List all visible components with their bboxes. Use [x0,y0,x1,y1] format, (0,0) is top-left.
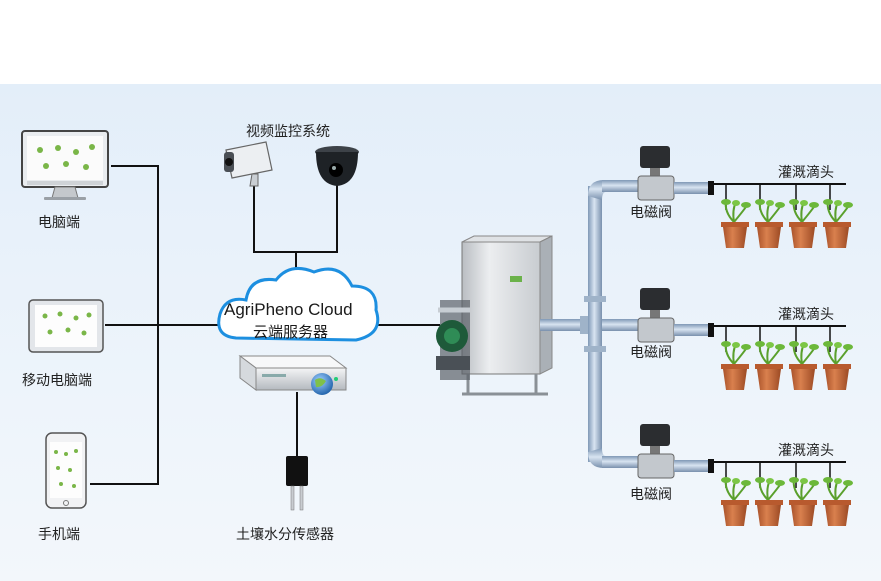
potted-plant-icon [823,477,853,526]
tablet-icon [28,299,104,353]
water-pipes [540,180,670,468]
bullet-camera-icon [224,141,273,187]
potted-plant-icon [721,199,751,248]
potted-plant-icon [823,199,853,248]
potted-plant-icon [789,199,819,248]
potted-plant-icon [823,341,853,390]
drip-label-3: 灌溉滴头 [778,443,834,459]
potted-plant-icon [789,477,819,526]
globe-icon [311,373,333,395]
potted-plant-icon [789,341,819,390]
phone-label: 手机端 [38,527,80,543]
potted-plant-icon [721,477,751,526]
drip-label-2: 灌溉滴头 [778,307,834,323]
mobile-pc-label: 移动电脑端 [22,373,92,389]
drip-emitter-row-2 [714,325,846,352]
cloud-icon [217,266,380,342]
pc-label: 电脑端 [38,215,80,231]
cloud-name-en: AgriPheno Cloud [224,300,353,319]
potted-plant-icon [755,199,785,248]
soil-sensor-label: 土壤水分传感器 [236,527,334,543]
drip-label-1: 灌溉滴头 [778,165,834,181]
drip-emitter-row-1 [714,183,846,210]
soil-moisture-sensor-icon [286,456,308,511]
potted-plant-icon [755,477,785,526]
solenoid-valve-icon-2 [637,288,714,343]
smartphone-icon [45,432,87,509]
valve-label-3: 电磁阀 [630,487,672,503]
solenoid-valve-icon-1 [637,146,714,201]
potted-plant-icon [721,341,751,390]
connection-lines [90,165,440,485]
desktop-computer-icon [21,130,109,200]
solenoid-valve-icon-3 [637,424,714,479]
cloud-name-cn: 云端服务器 [253,323,329,341]
potted-plant-icon [755,341,785,390]
valve-label-2: 电磁阀 [630,345,672,361]
drip-emitter-row-3 [714,461,846,488]
valve-label-1: 电磁阀 [630,205,672,221]
irrigation-controller-icon [436,235,553,396]
video-monitoring-label: 视频监控系统 [246,124,330,140]
dome-camera-icon [315,146,359,186]
